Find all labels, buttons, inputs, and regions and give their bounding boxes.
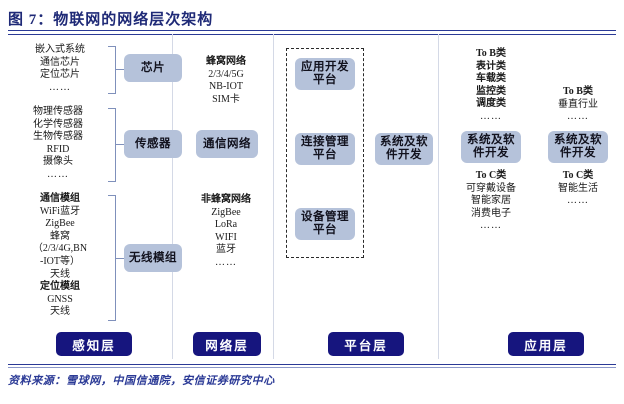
- box-wireless-module[interactable]: 无线模组: [124, 244, 182, 272]
- source-note: 资料来源：雪球网，中国信通院，安信证券研究中心: [8, 375, 275, 387]
- diagram-canvas: 嵌入式系统 通信芯片 定位芯片 …… 芯片 物理传感器 化学传感器 生物传感器 …: [8, 34, 616, 359]
- text-line: 天线: [50, 268, 70, 280]
- box-connection-management-platform[interactable]: 连接管理 平台: [295, 133, 355, 165]
- application-tob-list-2: To B类 垂直行业 ……: [542, 86, 614, 124]
- text-line: 蜂窝: [50, 230, 70, 242]
- text-line: ……: [567, 111, 589, 123]
- layer-chip-perception[interactable]: 感知层: [56, 332, 132, 356]
- bottom-divider: [8, 364, 616, 368]
- layer-label-bar: 感知层 网络层 平台层 应用层: [8, 330, 616, 362]
- text-line: 化学传感器: [33, 118, 83, 130]
- box-label: 连接管理 平台: [301, 136, 349, 161]
- text-line: ……: [47, 168, 69, 180]
- layer-chip-network[interactable]: 网络层: [193, 332, 261, 356]
- column-divider-2: [273, 34, 274, 359]
- box-label: 系统及软 件开发: [554, 134, 602, 159]
- text-line: 可穿戴设备: [466, 182, 516, 194]
- text-line: ……: [480, 220, 502, 232]
- bracket-stem-module: [116, 258, 124, 260]
- layer-chip-application[interactable]: 应用层: [508, 332, 584, 356]
- text-line: WIFI: [215, 231, 237, 243]
- box-app-development-platform[interactable]: 应用开发 平台: [295, 58, 355, 90]
- application-tob-list-1: To B类 表计类 车载类 监控类 调度类 ……: [448, 48, 534, 124]
- text-line: -IOT等）: [40, 255, 80, 267]
- text-line: SIM卡: [212, 93, 240, 105]
- application-toc-list-2: To C类 智能生活 ……: [542, 170, 614, 208]
- text-line: To C类: [475, 170, 507, 181]
- bracket-sensor: [108, 108, 116, 182]
- box-sensor[interactable]: 传感器: [124, 130, 182, 158]
- bracket-stem-chip: [116, 69, 124, 71]
- bracket-stem-sensor: [116, 144, 124, 146]
- box-app-system-software-development-2[interactable]: 系统及软 件开发: [548, 131, 608, 163]
- box-app-system-software-development-1[interactable]: 系统及软 件开发: [461, 131, 521, 163]
- text-line: 蜂窝网络: [206, 56, 246, 67]
- page-title: 图 7：物联网的网络层次架构: [8, 12, 214, 28]
- network-noncellular-text: 非蜂窝网络 ZigBee LoRa WIFI 蓝牙 ……: [186, 194, 266, 270]
- text-line: ……: [49, 81, 71, 93]
- text-line: ……: [215, 256, 237, 268]
- text-line: ……: [480, 110, 502, 122]
- text-line: RFID: [46, 143, 70, 155]
- text-line: 消费电子: [471, 207, 511, 219]
- text-line: 智能家居: [471, 195, 511, 207]
- box-label: 系统及软 件开发: [380, 136, 428, 161]
- text-line: 生物传感器: [33, 131, 83, 143]
- perception-group-chip-text: 嵌入式系统 通信芯片 定位芯片 ……: [14, 44, 106, 94]
- text-line: 智能生活: [558, 182, 598, 194]
- text-line: To B类: [476, 48, 506, 59]
- text-line: NB-IOT: [209, 81, 243, 93]
- text-line: 表计类: [476, 60, 506, 72]
- text-line: GNSS: [47, 293, 73, 305]
- text-line: ZigBee: [45, 218, 75, 230]
- text-line: 蓝牙: [216, 244, 236, 256]
- box-platform-system-software-development[interactable]: 系统及软 件开发: [375, 133, 433, 165]
- text-line: ZigBee: [211, 206, 241, 218]
- perception-group-sensor-text: 物理传感器 化学传感器 生物传感器 RFID 摄像头 ……: [10, 106, 106, 182]
- text-line: 定位芯片: [40, 69, 80, 81]
- text-line: 天线: [50, 306, 70, 318]
- network-cellular-text: 蜂窝网络 2/3/4/5G NB-IOT SIM卡: [186, 56, 266, 106]
- text-line: 2/3/4/5G: [208, 68, 244, 80]
- box-label: 应用开发 平台: [301, 61, 349, 86]
- text-line: WiFi蓝牙: [39, 205, 81, 217]
- layer-chip-platform[interactable]: 平台层: [328, 332, 404, 356]
- title-divider: [8, 30, 616, 35]
- text-line: 嵌入式系统: [35, 44, 85, 55]
- application-toc-list-1: To C类 可穿戴设备 智能家居 消费电子 ……: [448, 170, 534, 233]
- bracket-module: [108, 195, 116, 321]
- box-label: 系统及软 件开发: [467, 134, 515, 159]
- platform-group-outline: [286, 48, 364, 258]
- text-line: ……: [567, 195, 589, 207]
- text-line: 非蜂窝网络: [201, 194, 251, 205]
- text-line: 物理传感器: [33, 106, 83, 117]
- text-line: 定位模组: [40, 281, 80, 293]
- text-line: 垂直行业: [558, 98, 598, 110]
- text-line: To C类: [562, 170, 594, 181]
- text-line: 通信芯片: [40, 56, 80, 68]
- perception-group-module-text: 通信模组 WiFi蓝牙 ZigBee 蜂窝 （2/3/4G,BN -IOT等） …: [14, 193, 106, 319]
- text-line: 车载类: [476, 73, 506, 85]
- box-device-management-platform[interactable]: 设备管理 平台: [295, 208, 355, 240]
- text-line: 摄像头: [43, 156, 73, 168]
- text-line: 通信模组: [40, 193, 80, 204]
- box-chip[interactable]: 芯片: [124, 54, 182, 82]
- text-line: LoRa: [214, 219, 238, 231]
- box-label: 设备管理 平台: [301, 211, 349, 236]
- column-divider-3: [438, 34, 439, 359]
- column-divider-1: [172, 34, 173, 359]
- text-line: To B类: [563, 86, 593, 97]
- text-line: （2/3/4G,BN: [32, 243, 88, 255]
- box-communication-network[interactable]: 通信网络: [196, 130, 258, 158]
- bracket-chip: [108, 46, 116, 94]
- text-line: 调度类: [476, 98, 506, 110]
- text-line: 监控类: [476, 85, 506, 97]
